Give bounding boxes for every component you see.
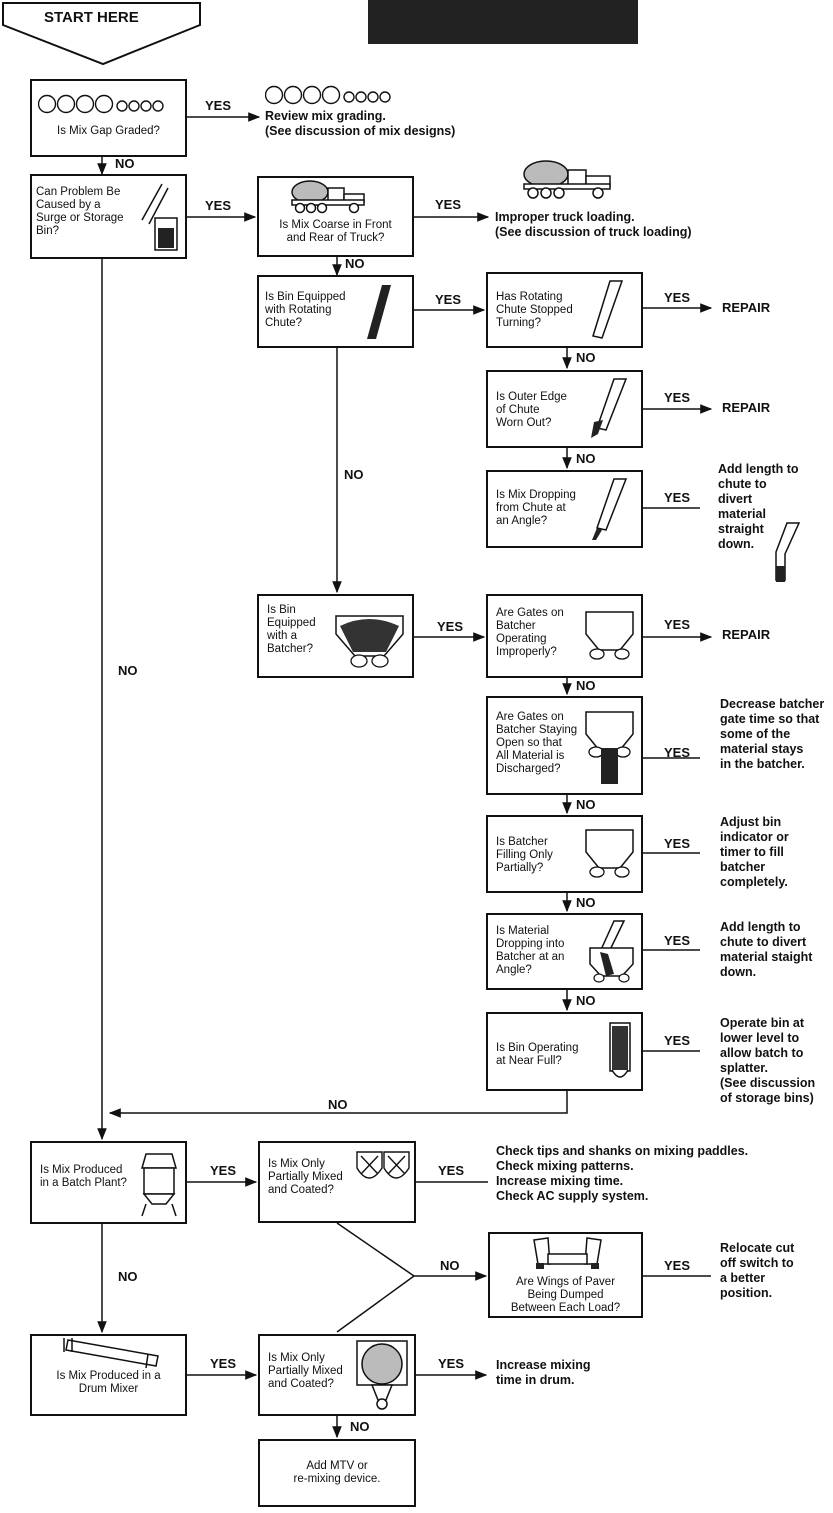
no-label-staying: NO xyxy=(576,797,596,812)
batch-plant-icon xyxy=(141,1153,177,1217)
q-batcher-filling: Is Batcher Filling Only Partially? xyxy=(496,836,553,874)
gap-grading-circles-icon xyxy=(265,85,391,105)
batcher-open-gates-icon xyxy=(585,711,634,784)
extended-chute-icon xyxy=(775,522,801,582)
redacted-block xyxy=(368,0,638,44)
outcome-truck-loading: Improper truck loading. (See discussion … xyxy=(495,210,692,239)
q-mix-dropping: Is Mix Dropping from Chute at an Angle? xyxy=(496,489,576,527)
no-label-rotchute: NO xyxy=(344,467,364,482)
q-gates-staying: Are Gates on Batcher Staying Open so tha… xyxy=(496,711,578,775)
outcome-operate-bin: Operate bin at lower level to allow batc… xyxy=(720,1016,816,1105)
q-gates-improper: Are Gates on Batcher Operating Improperl… xyxy=(496,607,564,658)
no-label-batchplant: NO xyxy=(118,1269,138,1284)
no-label-gap: NO xyxy=(115,156,135,171)
yes-label-rotchute: YES xyxy=(435,292,462,307)
full-bin-icon xyxy=(609,1022,631,1078)
yes-label-coarse: YES xyxy=(435,197,462,212)
yes-label-staying: YES xyxy=(664,745,691,760)
no-label-filling: NO xyxy=(576,895,596,910)
paver-wings-icon xyxy=(533,1237,602,1269)
truck-icon xyxy=(523,160,611,199)
yes-label-filling: YES xyxy=(664,836,691,851)
gap-grading-circles-icon xyxy=(38,94,164,114)
angled-drop-chute-icon xyxy=(592,478,628,540)
surge-bin-icon xyxy=(141,183,178,251)
outcome-add-chute-length: Add length to chute to divert material s… xyxy=(718,462,799,551)
repair-label-3: REPAIR xyxy=(722,627,771,642)
yes-label-batchplant: YES xyxy=(210,1163,237,1178)
outcome-mixing-paddles: Check tips and shanks on mixing paddles.… xyxy=(496,1144,749,1203)
yes-label-wings: YES xyxy=(664,1258,691,1273)
edge-partial1-no xyxy=(336,1222,416,1333)
rotating-chute-icon xyxy=(367,285,391,339)
no-label-stopped: NO xyxy=(576,350,596,365)
q-paver-wings: Are Wings of Paver Being Dumped Between … xyxy=(510,1276,621,1314)
no-label-partial2: NO xyxy=(350,1419,370,1434)
batcher-bin-icon xyxy=(335,615,404,668)
outcome-drum-mixing-time: Increase mixing time in drum. xyxy=(496,1358,591,1387)
q-partial-mixed-2: Is Mix Only Partially Mixed and Coated? xyxy=(268,1352,343,1390)
q-surge-bin: Can Problem Be Caused by a Surge or Stor… xyxy=(36,186,124,237)
angled-material-drop-icon xyxy=(589,920,634,983)
q-gap-graded: Is Mix Gap Graded? xyxy=(57,125,160,137)
yes-label-partial2: YES xyxy=(438,1356,465,1371)
yes-label-surge: YES xyxy=(205,198,232,213)
q-coarse-truck: Is Mix Coarse in Front and Rear of Truck… xyxy=(279,219,392,244)
box-paver-wings xyxy=(488,1232,643,1318)
start-here-arrow xyxy=(2,2,201,66)
q-outer-edge: Is Outer Edge of Chute Worn Out? xyxy=(496,391,567,429)
yes-label-gates: YES xyxy=(664,617,691,632)
q-rotating-chute: Is Bin Equipped with Rotating Chute? xyxy=(265,291,346,329)
yes-label-nearfull: YES xyxy=(664,1033,691,1048)
yes-label-partial1: YES xyxy=(438,1163,465,1178)
no-label-nearfull: NO xyxy=(328,1097,348,1112)
outcome-bin-indicator: Adjust bin indicator or timer to fill ba… xyxy=(720,815,789,889)
no-label-partial: NO xyxy=(440,1258,460,1273)
q-material-dropping: Is Material Dropping into Batcher at an … xyxy=(496,925,565,976)
repair-label-2: REPAIR xyxy=(722,400,771,415)
truck-icon xyxy=(291,180,365,214)
no-label-coarse: NO xyxy=(345,256,365,271)
yes-label-dropping: YES xyxy=(664,490,691,505)
q-batch-plant: Is Mix Produced in a Batch Plant? xyxy=(40,1164,127,1189)
q-drum-mixer: Is Mix Produced in a Drum Mixer xyxy=(56,1370,161,1395)
worn-chute-icon xyxy=(591,378,628,438)
yes-label-stopped: YES xyxy=(664,290,691,305)
no-label-gates: NO xyxy=(576,678,596,693)
drum-cross-section-icon xyxy=(356,1340,408,1410)
yes-label-matdrop: YES xyxy=(664,933,691,948)
q-batcher: Is Bin Equipped with a Batcher? xyxy=(267,604,316,655)
yes-label-gap: YES xyxy=(205,98,232,113)
no-label-outer: NO xyxy=(576,451,596,466)
drum-mixer-icon xyxy=(63,1338,159,1369)
outcome-review-grading: Review mix grading. (See discussion of m… xyxy=(265,109,456,138)
q-near-full: Is Bin Operating at Near Full? xyxy=(496,1042,579,1067)
q-chute-stopped: Has Rotating Chute Stopped Turning? xyxy=(496,291,573,329)
batcher-gates-icon xyxy=(585,611,634,660)
repair-label-1: REPAIR xyxy=(722,300,771,315)
yes-label-drum: YES xyxy=(210,1356,237,1371)
yes-label-batcher: YES xyxy=(437,619,464,634)
box-add-mtv xyxy=(258,1439,416,1507)
q-add-mtv: Add MTV or re-mixing device. xyxy=(293,1460,381,1485)
outcome-add-chute-length-2: Add length to chute to divert material s… xyxy=(720,920,813,979)
mixing-paddles-icon xyxy=(356,1151,410,1179)
box-surge-bin xyxy=(30,174,187,259)
no-label-surge: NO xyxy=(118,663,138,678)
q-partial-mixed-1: Is Mix Only Partially Mixed and Coated? xyxy=(268,1158,343,1196)
outcome-gate-time: Decrease batcher gate time so that some … xyxy=(720,697,825,771)
box-gap-graded xyxy=(30,79,187,157)
outcome-cut-off-switch: Relocate cut off switch to a better posi… xyxy=(720,1241,795,1300)
start-here-label: START HERE xyxy=(44,9,139,26)
edge-nearfull-no xyxy=(108,1091,568,1118)
chute-outline-icon xyxy=(592,280,624,339)
batcher-partial-icon xyxy=(585,829,634,878)
yes-label-outer: YES xyxy=(664,390,691,405)
no-label-matdrop: NO xyxy=(576,993,596,1008)
